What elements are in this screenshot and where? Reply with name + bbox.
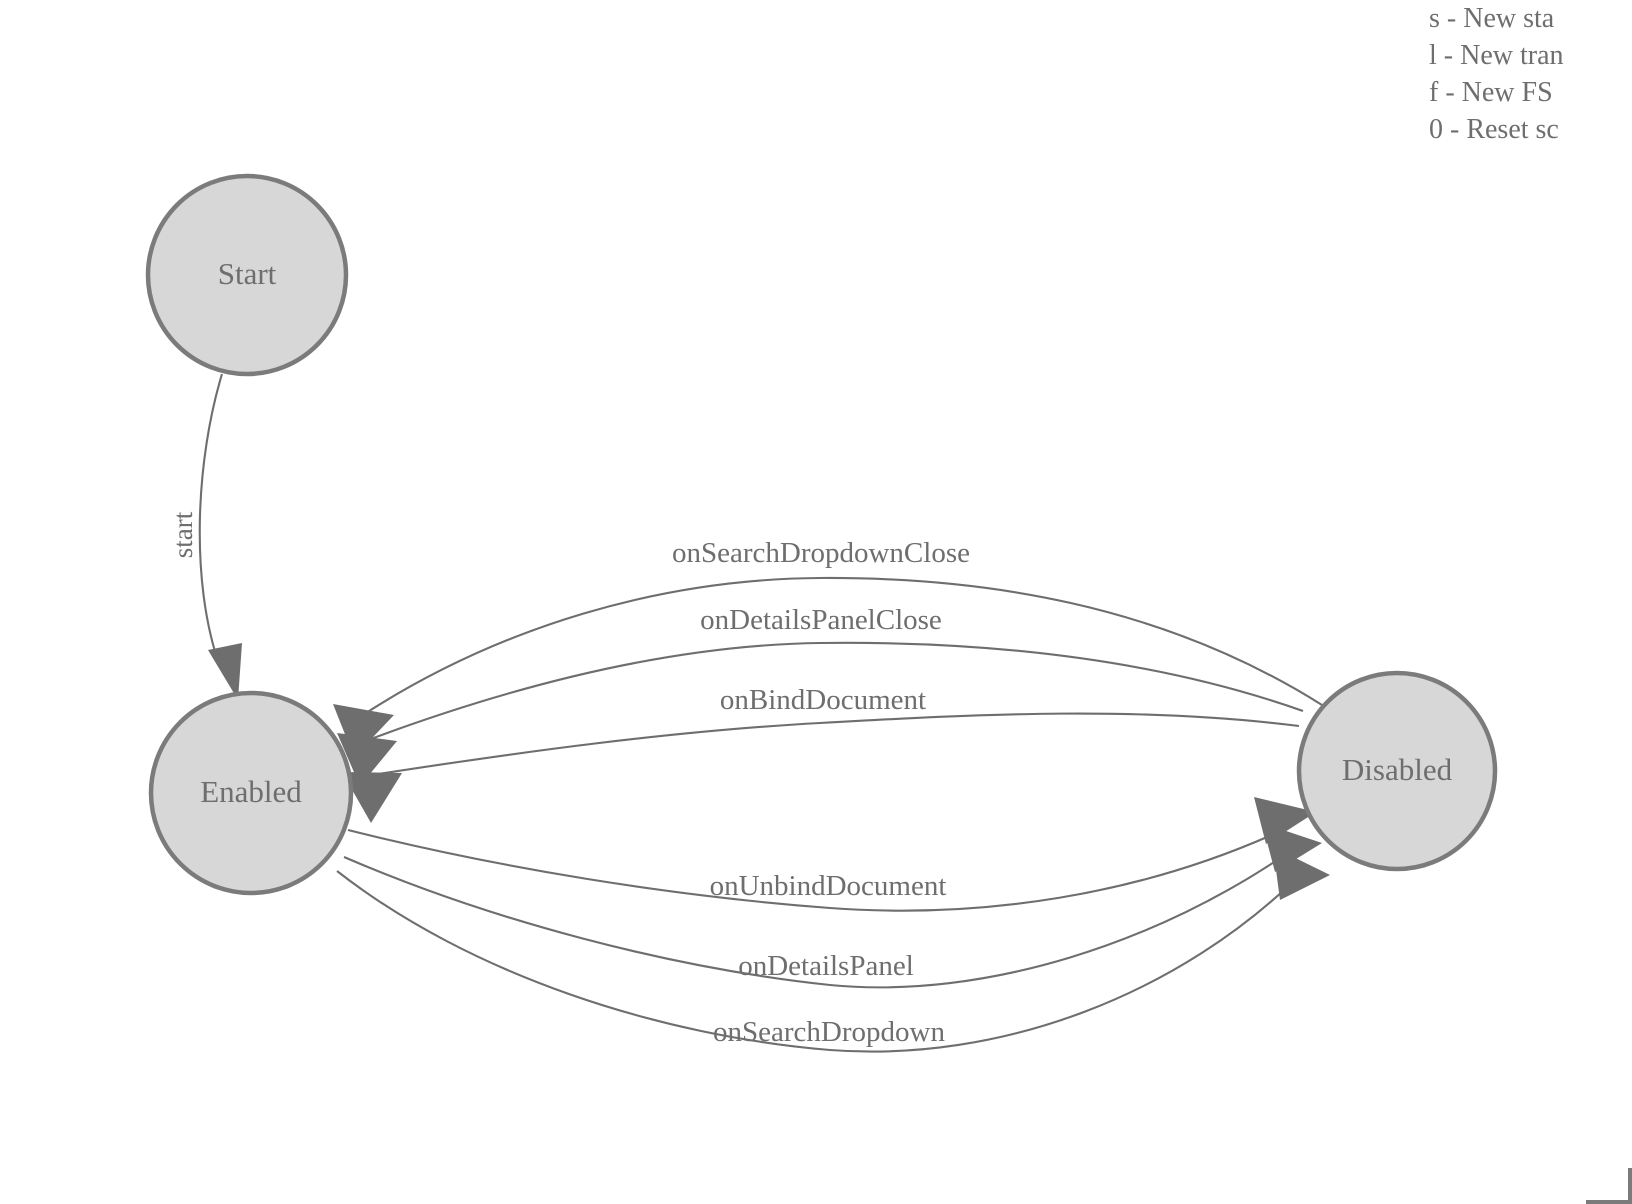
state-node-enabled-label: Enabled xyxy=(200,774,302,809)
transition-on-search-dropdown-path[interactable] xyxy=(336,870,1305,1053)
transition-start[interactable]: start xyxy=(168,373,242,700)
state-node-enabled[interactable]: Enabled xyxy=(148,690,354,896)
state-node-disabled-circle[interactable] xyxy=(1296,670,1498,872)
state-node-disabled-label: Disabled xyxy=(1342,752,1453,787)
transition-on-search-dropdown-close[interactable]: onSearchDropdownClose xyxy=(333,537,1323,757)
transition-on-search-dropdown-close-label: onSearchDropdownClose xyxy=(672,537,970,569)
transition-on-search-dropdown-close-path[interactable] xyxy=(365,576,1323,714)
keyboard-help-overlay: s - New sta l - New tran f - New FS 0 - … xyxy=(1429,0,1632,148)
panel-corner-fragment xyxy=(1586,1168,1632,1204)
state-node-start-label: Start xyxy=(218,256,277,291)
state-node-start-circle[interactable] xyxy=(145,173,349,377)
transition-on-unbind-document-label: onUnbindDocument xyxy=(710,870,947,902)
help-line-reset: 0 - Reset sc xyxy=(1429,114,1559,145)
transition-on-bind-document[interactable]: onBindDocument xyxy=(342,684,1300,823)
transition-on-bind-document-path[interactable] xyxy=(371,712,1300,777)
transition-on-search-dropdown-close-arrowhead xyxy=(333,704,394,757)
transition-on-search-dropdown-arrowhead xyxy=(1273,847,1330,900)
state-node-enabled-circle[interactable] xyxy=(148,690,354,896)
state-node-start[interactable]: Start xyxy=(145,173,349,377)
transition-on-search-dropdown-label: onSearchDropdown xyxy=(713,1016,945,1048)
transition-on-unbind-document[interactable]: onUnbindDocument xyxy=(347,797,1316,912)
transition-on-search-dropdown[interactable]: onSearchDropdown xyxy=(336,847,1330,1053)
state-node-disabled[interactable]: Disabled xyxy=(1296,670,1498,872)
help-line-new-state: s - New sta xyxy=(1429,3,1555,34)
transition-on-details-panel-label: onDetailsPanel xyxy=(738,950,914,982)
transition-on-details-panel-close-label: onDetailsPanelClose xyxy=(700,604,942,636)
transition-on-details-panel-close-arrowhead xyxy=(337,733,397,786)
transition-on-unbind-document-path[interactable] xyxy=(347,828,1286,912)
help-line-new-fsm: f - New FS xyxy=(1429,77,1553,108)
transition-start-label: start xyxy=(168,511,198,558)
transition-start-arrowhead xyxy=(208,643,242,700)
transition-on-details-panel-close[interactable]: onDetailsPanelClose xyxy=(337,604,1304,786)
transition-on-bind-document-label: onBindDocument xyxy=(720,684,926,716)
help-line-new-transition: l - New tran xyxy=(1429,40,1564,71)
transition-on-details-panel-close-path[interactable] xyxy=(367,641,1304,741)
transition-on-details-panel-path[interactable] xyxy=(343,849,1293,989)
transition-start-path[interactable] xyxy=(198,373,224,665)
transition-on-bind-document-arrowhead xyxy=(342,772,402,823)
